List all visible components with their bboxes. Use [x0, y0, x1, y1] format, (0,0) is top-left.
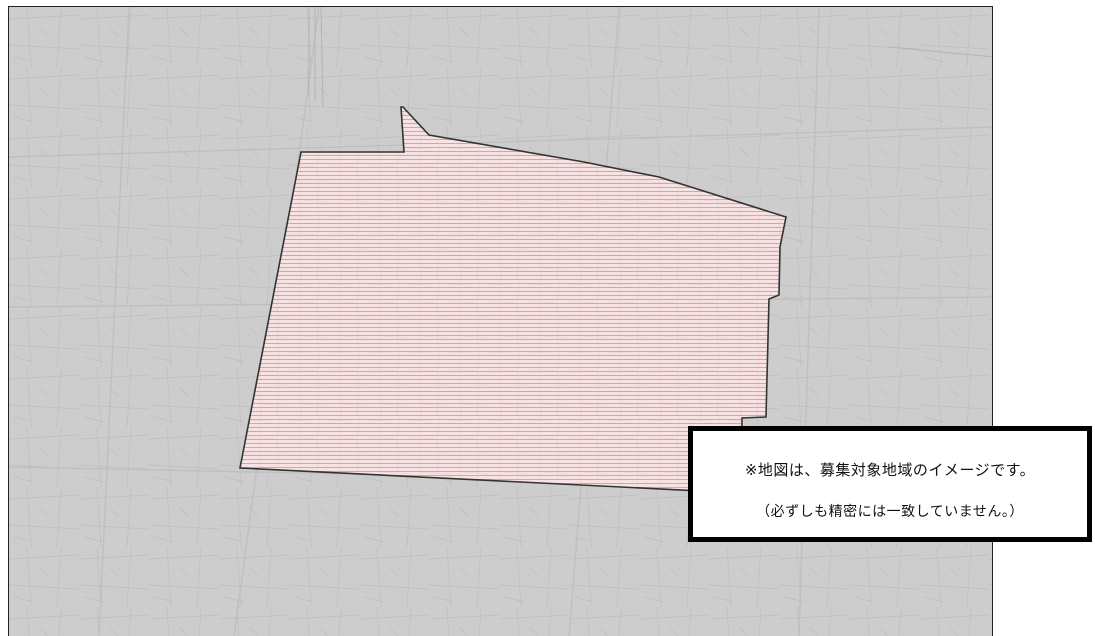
map-view[interactable] [8, 6, 993, 636]
target-area-outline [239, 106, 787, 494]
map-canvas [9, 7, 992, 636]
map-note-box: ※地図は、募集対象地域のイメージです。 （必ずしも精密には一致していません。） [688, 426, 1092, 542]
note-line-2: （必ずしも精密には一致していません。） [756, 504, 1024, 520]
railway-lines [308, 7, 992, 108]
note-line-1: ※地図は、募集対象地域のイメージです。 [744, 461, 1036, 479]
target-area[interactable] [239, 106, 787, 494]
